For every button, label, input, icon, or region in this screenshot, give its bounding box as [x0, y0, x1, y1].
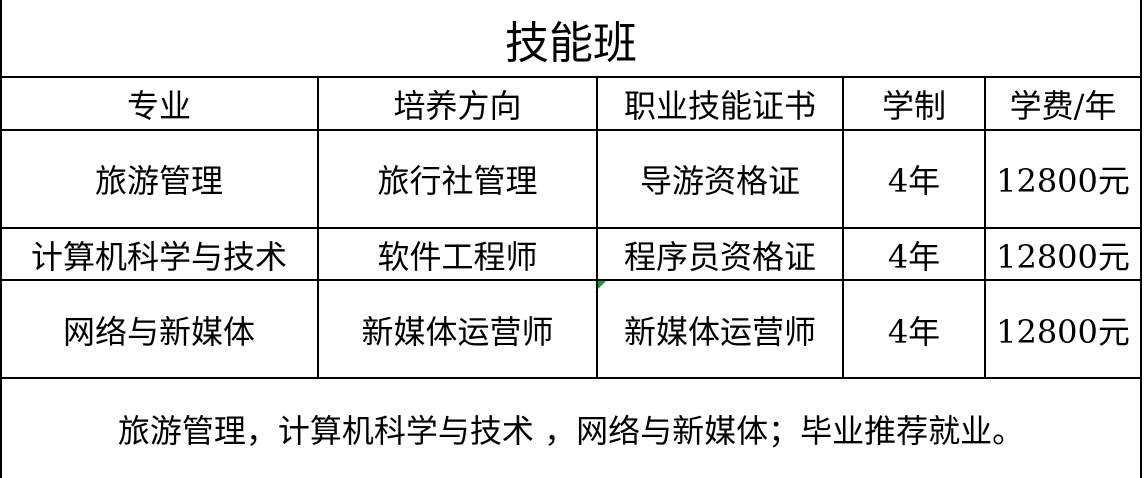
- header-tuition[interactable]: 学费/年: [1009, 87, 1117, 125]
- table-cell[interactable]: 导游资格证: [639, 162, 800, 200]
- table-cell[interactable]: 新媒体运营师: [361, 312, 554, 351]
- table-cell[interactable]: 旅行社管理: [377, 162, 538, 200]
- col-divider: [984, 77, 986, 378]
- table-title[interactable]: 技能班: [505, 17, 637, 69]
- row-divider: [0, 129, 1142, 131]
- table-cell[interactable]: 4年: [887, 312, 941, 351]
- table-cell[interactable]: 12800元: [996, 312, 1130, 351]
- table-cell[interactable]: 12800元: [996, 162, 1130, 200]
- header-major[interactable]: 专业: [126, 87, 191, 125]
- col-divider: [596, 77, 598, 378]
- header-certificate[interactable]: 职业技能证书: [623, 87, 816, 125]
- row-divider: [0, 227, 1142, 229]
- row-divider: [0, 76, 1142, 78]
- table-cell[interactable]: 旅游管理: [94, 162, 223, 200]
- table-cell[interactable]: 计算机科学与技术: [30, 237, 287, 276]
- col-divider: [317, 77, 319, 378]
- border-right: [1140, 0, 1142, 478]
- header-direction[interactable]: 培养方向: [393, 87, 522, 125]
- row-divider: [0, 377, 1142, 379]
- header-duration[interactable]: 学制: [881, 87, 946, 125]
- table-cell[interactable]: 4年: [887, 162, 941, 200]
- border-left: [0, 0, 2, 478]
- table-cell[interactable]: 程序员资格证: [623, 237, 816, 276]
- table-cell[interactable]: 新媒体运营师: [623, 312, 816, 351]
- comment-marker-icon: [598, 281, 606, 289]
- table-cell[interactable]: 4年: [887, 237, 941, 276]
- footer-note[interactable]: 旅游管理，计算机科学与技术 ，网络与新媒体；毕业推荐就业。: [117, 411, 1025, 450]
- table-cell[interactable]: 软件工程师: [377, 237, 538, 276]
- table-cell[interactable]: 网络与新媒体: [62, 312, 255, 351]
- col-divider: [842, 77, 844, 378]
- table-cell[interactable]: 12800元: [996, 237, 1130, 276]
- row-divider: [0, 279, 1142, 281]
